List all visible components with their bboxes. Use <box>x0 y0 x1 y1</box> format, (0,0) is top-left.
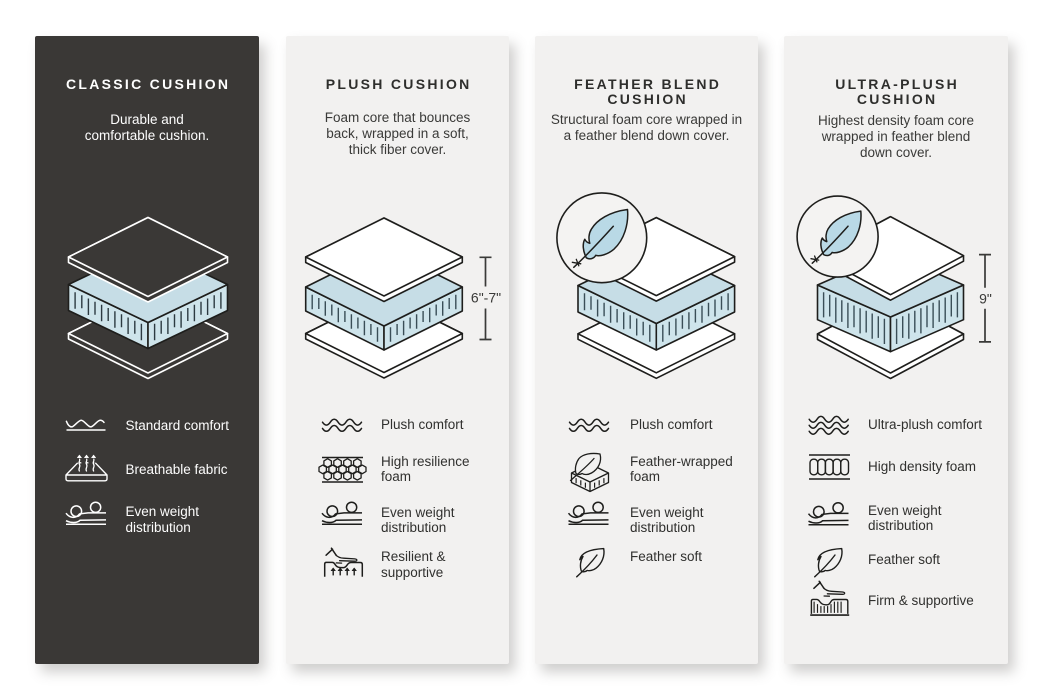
svg-text:9": 9" <box>979 291 992 307</box>
svg-text:6"-7": 6"-7" <box>471 290 501 306</box>
